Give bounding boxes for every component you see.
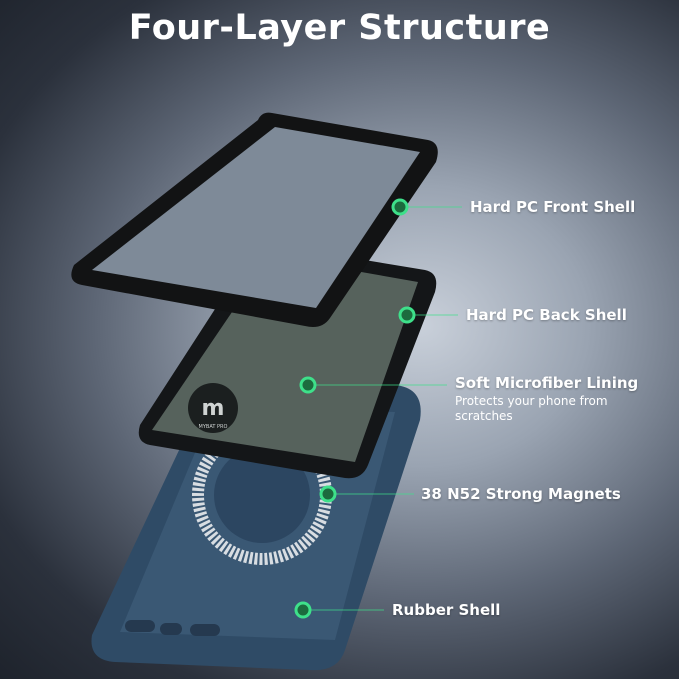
label-front-shell: Hard PC Front Shell	[470, 198, 636, 216]
svg-text:m: m	[202, 396, 225, 421]
callout-markers	[294, 198, 462, 619]
back-shell-image: m MYBAT PRO	[138, 242, 437, 479]
page-title: Four-Layer Structure	[128, 8, 551, 48]
label-microfiber-lining: Soft Microfiber Lining	[455, 374, 639, 392]
front-shell-image	[71, 112, 438, 328]
lining-description: Protects your phone from scratches	[455, 394, 608, 423]
label-rubber-shell: Rubber Shell	[392, 601, 501, 619]
svg-text:MYBAT PRO: MYBAT PRO	[199, 424, 228, 430]
label-back-shell: Hard PC Back Shell	[466, 306, 627, 324]
label-magnets: 38 N52 Strong Magnets	[421, 485, 621, 503]
